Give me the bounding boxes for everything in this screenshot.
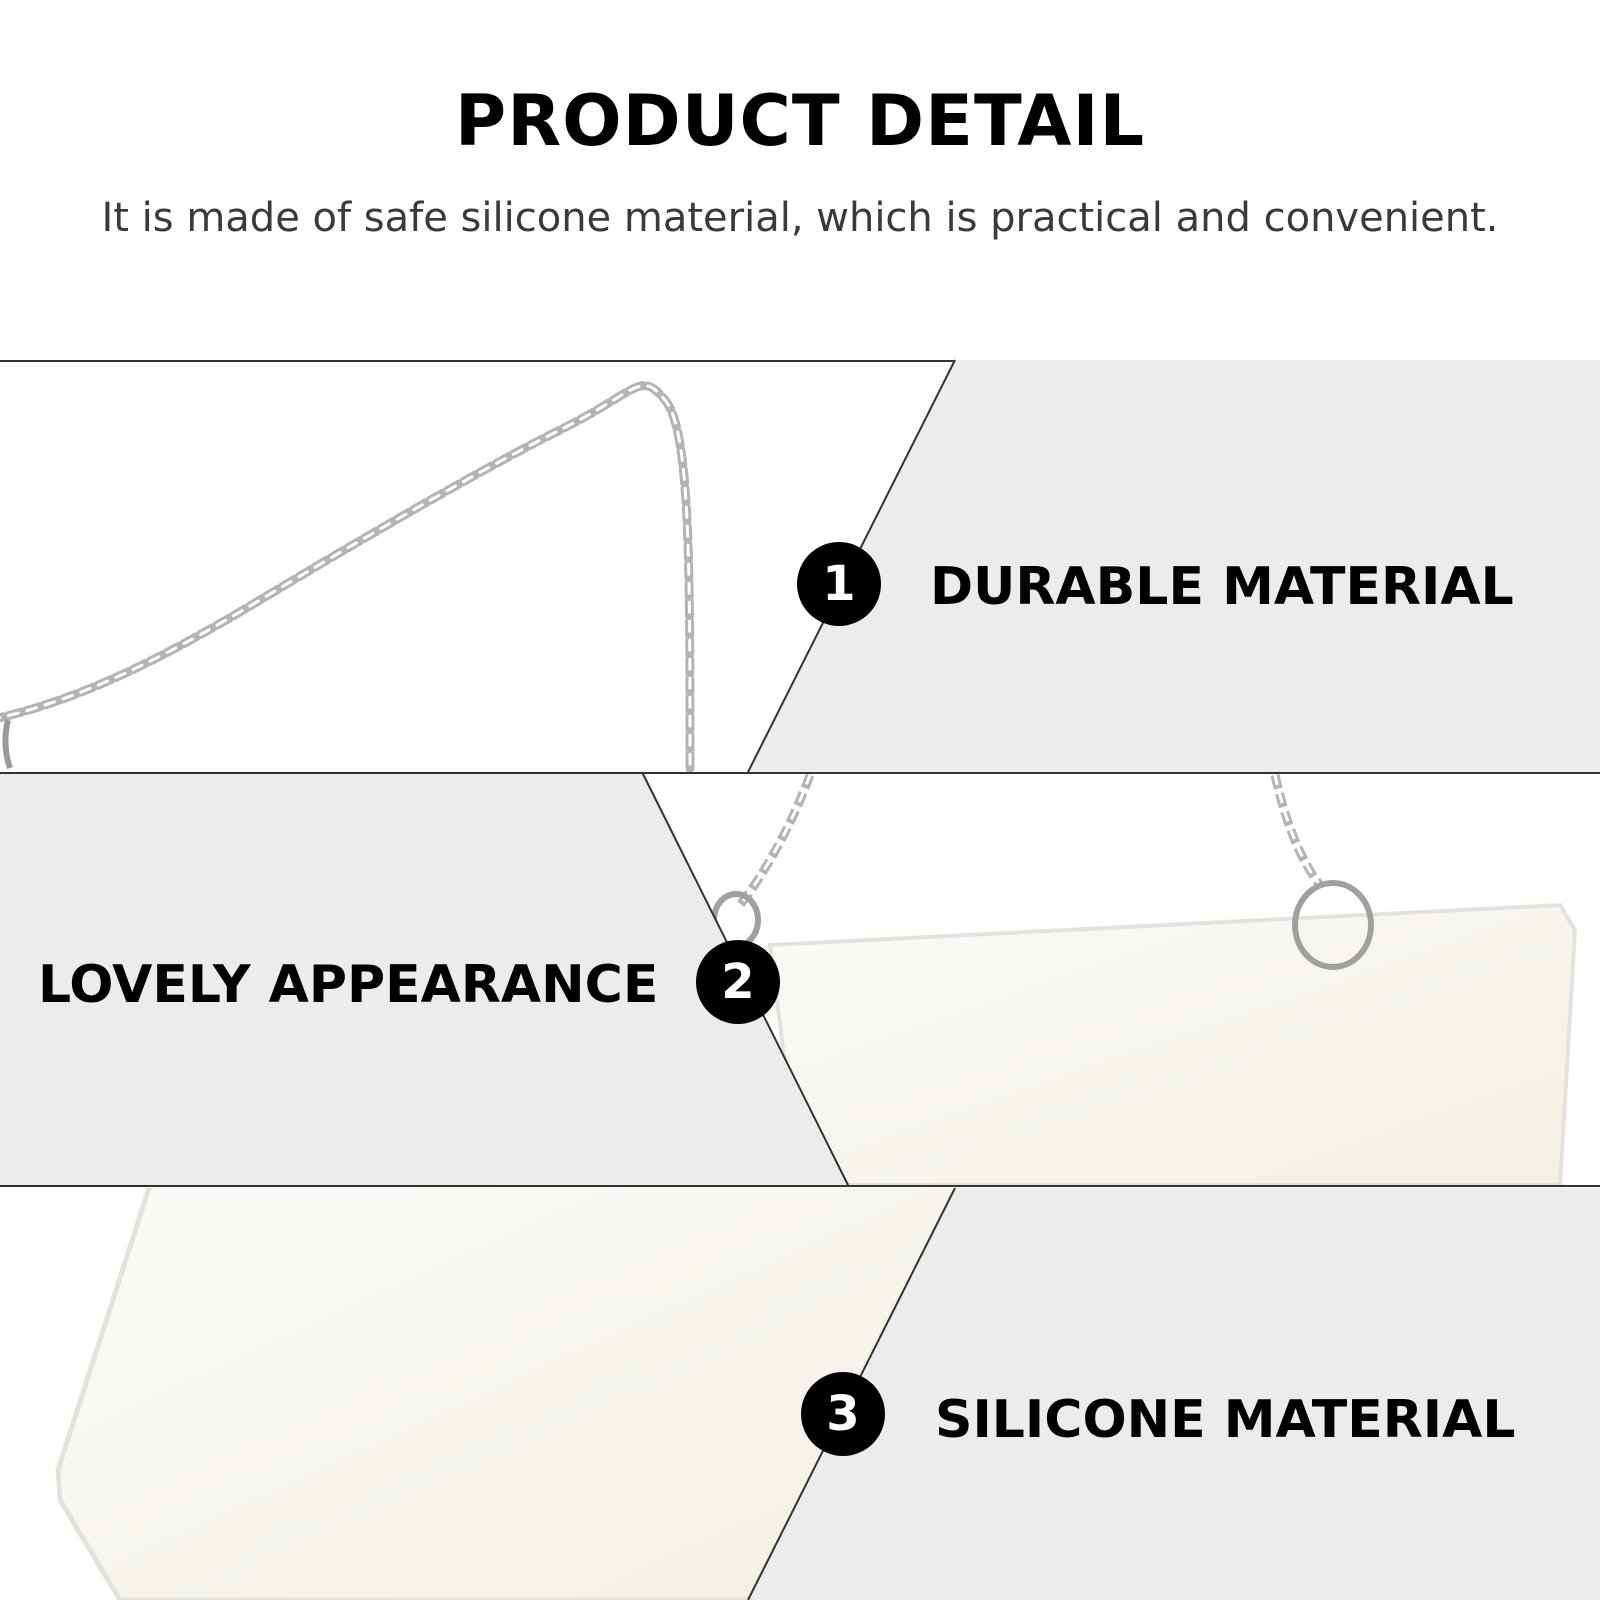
gray-panel-2 (0, 772, 848, 1185)
feature-row-2 (0, 771, 1600, 1186)
plate-photo-3 (0, 1188, 955, 1600)
gray-panel-3 (748, 1188, 1600, 1600)
silicone-plate-2 (767, 902, 1578, 1185)
feature-row-1 (0, 359, 1600, 773)
page-title: PRODUCT DETAIL (454, 80, 1146, 162)
silicone-plate-3 (55, 1188, 955, 1600)
feature-label-3: SILICONE MATERIAL (935, 1390, 1516, 1450)
feature-label-1: DURABLE MATERIAL (930, 557, 1514, 617)
feature-number-badge-1: 1 (797, 542, 881, 626)
gray-panel-1 (748, 360, 1600, 772)
feature-number-badge-3: 3 (801, 1372, 885, 1456)
feature-label-2: LOVELY APPEARANCE (38, 955, 659, 1015)
feature-number-badge-2: 2 (696, 940, 780, 1024)
plate-photo-2 (642, 772, 1600, 1185)
feature-row-3 (0, 1185, 1600, 1600)
page-subtitle: It is made of safe silicone material, wh… (101, 195, 1499, 241)
